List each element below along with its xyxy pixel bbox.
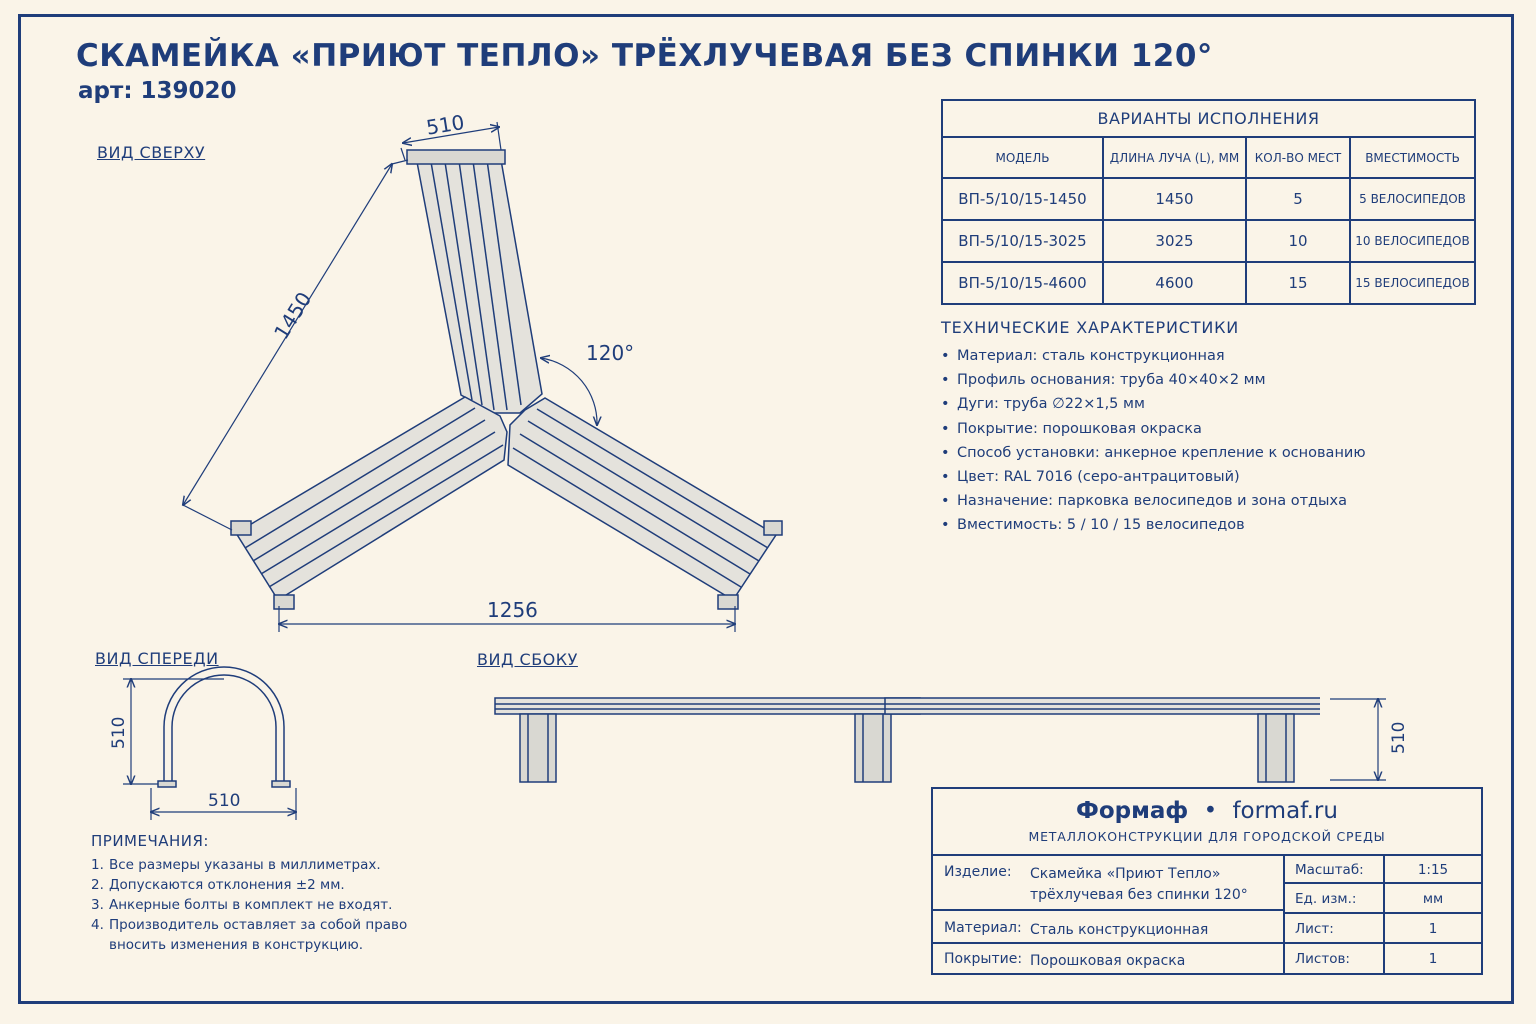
front-arc: [157, 666, 291, 788]
scale-value: 1:15: [1417, 862, 1449, 878]
variants-header-row: МОДЕЛЬ ДЛИНА ЛУЧА (L), ММ КОЛ-ВО МЕСТ ВМ…: [941, 136, 1476, 179]
spec-item: Дуги: труба ∅22×1,5 мм: [941, 392, 1366, 416]
front-view-label: ВИД СПЕРЕДИ: [95, 649, 219, 668]
article-number: арт: 139020: [78, 78, 237, 104]
coating-label: Покрытие:: [944, 951, 1023, 967]
spec-item: Материал: сталь конструкционная: [941, 344, 1366, 368]
coating-value: Порошковая окраска: [1030, 953, 1186, 969]
unit-label: Ед. изм.:: [1295, 891, 1357, 907]
material-label: Материал:: [944, 920, 1022, 936]
specs-section: ТЕХНИЧЕСКИЕ ХАРАКТЕРИСТИКИ Материал: ста…: [941, 318, 1366, 538]
cell-length: 4600: [1102, 261, 1247, 305]
spec-item: Цвет: RAL 7016 (серо-антрацитовый): [941, 465, 1366, 489]
brand-site: formaf.ru: [1232, 798, 1338, 824]
specs-heading: ТЕХНИЧЕСКИЕ ХАРАКТЕРИСТИКИ: [941, 318, 1240, 337]
spec-item: Назначение: парковка велосипедов и зона …: [941, 489, 1366, 513]
title-block-header: Формаф • formaf.ru МЕТАЛЛОКОНСТРУКЦИИ ДЛ…: [933, 789, 1481, 856]
table-row: ВП-5/10/15-3025 3025 10 10 ВЕЛОСИПЕДОВ: [941, 219, 1476, 263]
product-label: Изделие:: [944, 864, 1012, 880]
side-view-drawing-right: [884, 697, 1320, 783]
side-view-label: ВИД СБОКУ: [477, 650, 578, 669]
cell-model: ВП-5/10/15-1450: [941, 177, 1104, 221]
top-span-dim: 1256: [487, 598, 538, 622]
title-block-meta: Масштаб: 1:15 Ед. изм.: мм Лист: 1 Листо…: [1285, 854, 1481, 973]
notes-section: ПРИМЕЧАНИЯ: 1.Все размеры указаны в милл…: [91, 832, 421, 955]
header-model: МОДЕЛЬ: [941, 136, 1104, 179]
title-block-info: Изделие: Скамейка «Приют Тепло» трёхлуче…: [933, 854, 1285, 973]
cell-seats: 10: [1245, 219, 1351, 263]
sheet-value: 1: [1428, 921, 1438, 937]
material-value: Сталь конструкционная: [1030, 922, 1209, 938]
cell-model: ВП-5/10/15-3025: [941, 219, 1104, 263]
brand-separator: •: [1203, 798, 1218, 824]
drawing-title: СКАМЕЙКА «ПРИЮТ ТЕПЛО» ТРЁХЛУЧЕВАЯ БЕЗ С…: [76, 38, 1213, 74]
front-height-dim: 510: [109, 717, 129, 749]
cell-capacity: 5 ВЕЛОСИПЕДОВ: [1349, 177, 1476, 221]
cell-seats: 5: [1245, 177, 1351, 221]
bench-arm-left: [230, 396, 508, 610]
brand-name: Формаф: [1076, 798, 1189, 824]
top-view-label: ВИД СВЕРХУ: [97, 143, 206, 162]
cell-capacity: 10 ВЕЛОСИПЕДОВ: [1349, 219, 1476, 263]
table-row: ВП-5/10/15-4600 4600 15 15 ВЕЛОСИПЕДОВ: [941, 261, 1476, 305]
side-bench-right: [884, 697, 1320, 783]
front-width-dim: 510: [208, 791, 240, 811]
note-item: 1.Все размеры указаны в миллиметрах.: [91, 857, 381, 873]
side-height-dim: 510: [1389, 722, 1409, 754]
cell-length: 1450: [1102, 177, 1247, 221]
top-length-dim: 1450: [269, 288, 316, 344]
scale-label: Масштаб:: [1295, 862, 1364, 878]
note-item: 3.Анкерные болты в комплект не входят.: [91, 897, 393, 913]
spec-item: Покрытие: порошковая окраска: [941, 417, 1366, 441]
note-item: 4.Производитель оставляет за собой право…: [91, 917, 408, 953]
top-view-drawing: 510 1450 120° 1256: [0, 110, 783, 632]
title-block: Формаф • formaf.ru МЕТАЛЛОКОНСТРУКЦИИ ДЛ…: [931, 787, 1483, 975]
header-seats: КОЛ-ВО МЕСТ: [1245, 136, 1351, 179]
product-line1: Скамейка «Приют Тепло»: [1030, 866, 1221, 882]
side-dimension: 510: [1330, 690, 1409, 790]
sheet-label: Лист:: [1295, 921, 1334, 937]
side-bench: [494, 697, 921, 783]
sheets-label: Листов:: [1295, 951, 1350, 967]
top-angle-dim: 120°: [586, 341, 634, 365]
cell-length: 3025: [1102, 219, 1247, 263]
variants-table: ВАРИАНТЫ ИСПОЛНЕНИЯ МОДЕЛЬ ДЛИНА ЛУЧА (L…: [941, 99, 1476, 305]
header-length: ДЛИНА ЛУЧА (L), ММ: [1102, 136, 1247, 179]
side-view-drawing: [494, 697, 921, 783]
header-capacity: ВМЕСТИМОСТЬ: [1349, 136, 1476, 179]
side-dimension-lines: [1330, 699, 1386, 780]
bench-arm-right: [507, 397, 783, 610]
bench-arm-top: [406, 149, 543, 414]
spec-item: Способ установки: анкерное крепление к о…: [941, 441, 1366, 465]
variants-caption: ВАРИАНТЫ ИСПОЛНЕНИЯ: [941, 99, 1476, 138]
notes-heading: ПРИМЕЧАНИЯ:: [91, 832, 209, 850]
cell-capacity: 15 ВЕЛОСИПЕДОВ: [1349, 261, 1476, 305]
front-view-drawing: 510 510: [109, 666, 320, 820]
note-item: 2.Допускаются отклонения ±2 мм.: [91, 877, 345, 893]
cell-seats: 15: [1245, 261, 1351, 305]
unit-value: мм: [1422, 891, 1444, 907]
top-dimension-lines: [183, 121, 735, 632]
product-line2: трёхлучевая без спинки 120°: [1030, 887, 1248, 903]
front-dimension-lines: [123, 679, 296, 820]
spec-item: Вместимость: 5 / 10 / 15 велосипедов: [941, 513, 1366, 537]
brand-line: Формаф • formaf.ru: [933, 789, 1481, 824]
brand-subtitle: МЕТАЛЛОКОНСТРУКЦИИ ДЛЯ ГОРОДСКОЙ СРЕДЫ: [1028, 829, 1386, 844]
drawing-frame: [18, 14, 1514, 1004]
spec-item: Профиль основания: труба 40×40×2 мм: [941, 368, 1366, 392]
table-row: ВП-5/10/15-1450 1450 5 5 ВЕЛОСИПЕДОВ: [941, 177, 1476, 221]
sheets-value: 1: [1428, 951, 1438, 967]
cell-model: ВП-5/10/15-4600: [941, 261, 1104, 305]
top-width-dim: 510: [425, 110, 466, 140]
